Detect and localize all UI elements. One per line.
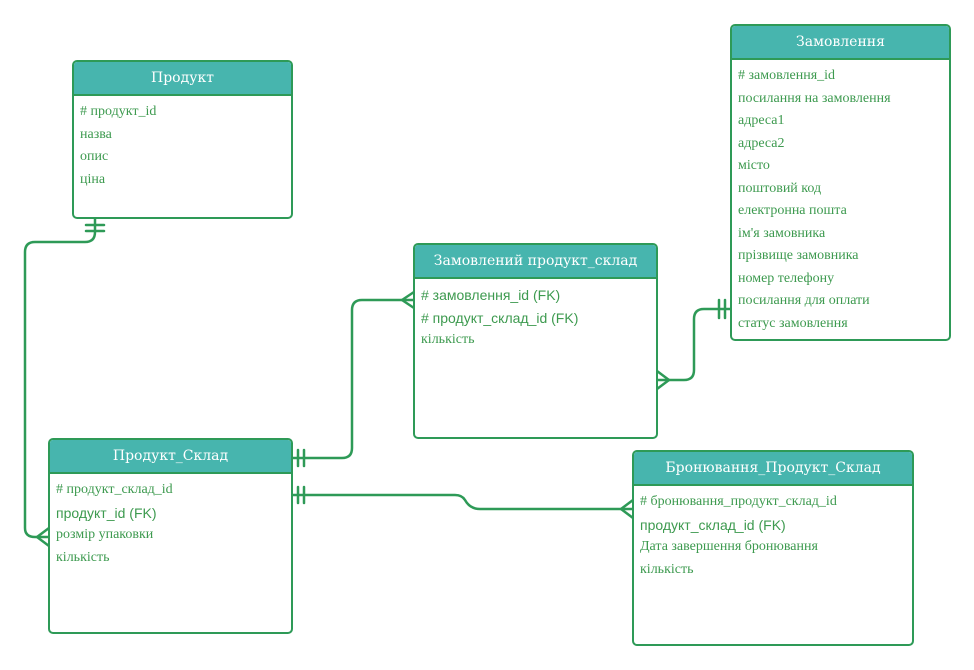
field-pk-fk: # замовлення_id (FK) [421,287,561,303]
field-list: # замовлення_id (FK) # продукт_склад_id … [415,279,656,352]
entity-zamovlennia[interactable]: Замовлення # замовлення_id посилання на … [730,24,951,341]
crowfoot-many [400,290,416,310]
field: кількість [56,549,110,565]
field-list: # замовлення_id посилання на замовлення … [732,60,949,335]
field-pk: # продукт_склад_id [56,482,173,497]
field-fk: продукт_склад_id (FK) [640,516,786,533]
field: номер телефону [738,270,835,286]
field-fk: продукт_id (FK) [56,504,157,521]
field-pk: # замовлення_id [738,68,836,83]
field: кількість [640,561,694,577]
crowfoot-many [619,498,635,520]
field-list: # продукт_склад_id продукт_id (FK) розмі… [50,474,291,569]
crowfoot-many [35,526,51,548]
entity-title: Продукт [74,62,291,96]
entity-zamovlenyi-produkt-sklad[interactable]: Замовлений продукт_склад # замовлення_id… [413,243,658,439]
entity-produkt-sklad[interactable]: Продукт_Склад # продукт_склад_id продукт… [48,438,293,634]
field: статус замовлення [738,315,848,331]
crowfoot-many [655,369,671,391]
field: адреса2 [738,135,785,151]
entity-title: Замовлення [732,26,949,60]
field: поштовий код [738,180,822,196]
field: прізвище замовника [738,248,859,263]
rel-produkt-produkt-sklad[interactable] [23,216,106,548]
connector-line [655,307,732,382]
field: опис [80,149,109,164]
field-pk: # продукт_id [80,104,157,119]
entity-title: Бронювання_Продукт_Склад [634,452,912,486]
rel-produkt-sklad-zamovlenyi[interactable] [290,290,416,468]
rel-zamovlennia-zamovlenyi[interactable] [655,298,732,391]
entity-title: Продукт_Склад [50,440,291,474]
field-list: # бронювання_продукт_склад_id продукт_ск… [634,486,912,581]
connector-line [23,216,97,539]
connector-line [290,298,416,460]
field: ім'я замовника [738,225,826,241]
field-list: # продукт_id назва опис ціна [74,96,291,191]
field: адреса1 [738,113,785,128]
field: посилання на замовлення [738,90,891,106]
rel-produkt-sklad-bronyuvannia[interactable] [290,485,635,520]
connector-line [290,493,635,511]
field: місто [738,158,770,173]
entity-produkt[interactable]: Продукт # продукт_id назва опис ціна [72,60,293,219]
field: розмір упаковки [56,527,154,542]
entity-bronyuvannia-produkt-sklad[interactable]: Бронювання_Продукт_Склад # бронювання_пр… [632,450,914,646]
entity-title: Замовлений продукт_склад [415,245,656,279]
field-pk-fk: # продукт_склад_id (FK) [421,309,579,326]
field: кількість [421,332,475,347]
field: Дата завершення бронювання [640,539,818,554]
field: назва [80,126,112,142]
field: ціна [80,171,106,187]
field-pk: # бронювання_продукт_склад_id [640,494,837,509]
field: електронна пошта [738,203,847,218]
field: посилання для оплати [738,293,870,308]
